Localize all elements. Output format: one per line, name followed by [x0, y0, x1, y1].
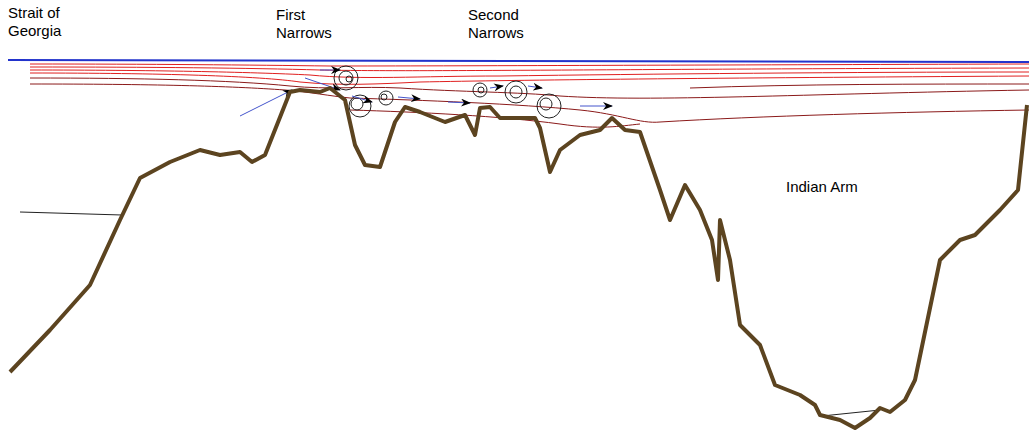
place-label: Second Narrows — [468, 6, 540, 42]
eddies — [334, 66, 561, 118]
reference-line — [20, 212, 122, 215]
place-label: Strait of Georgia — [8, 4, 86, 40]
place-label: Indian Arm — [786, 178, 906, 196]
place-label: First Narrows — [276, 6, 346, 42]
sea-surface — [8, 60, 1029, 62]
isopycnal-lines — [30, 64, 1029, 84]
seabed-profile — [10, 88, 1027, 428]
flow-arrows — [240, 70, 612, 116]
